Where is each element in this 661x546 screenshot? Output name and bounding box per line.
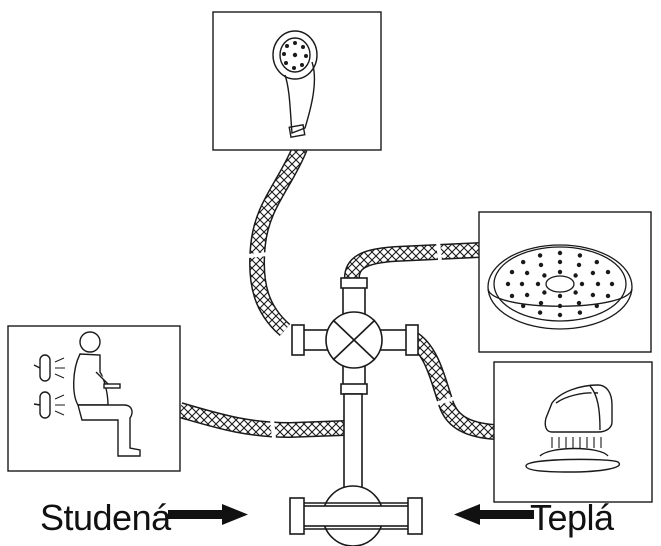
- nozzle-hole: [594, 303, 599, 309]
- nozzle-hole: [576, 300, 582, 306]
- nozzle-hole: [542, 290, 547, 295]
- warm-water-label: Teplá: [530, 497, 614, 538]
- cold-water-label: Studená: [40, 497, 171, 538]
- nozzle-hole: [557, 293, 563, 299]
- nozzle-hole: [538, 262, 544, 268]
- hand-shower-panel: [212, 11, 382, 151]
- rain-shower-panel: [478, 211, 652, 353]
- hose-hand-shower: [247, 144, 308, 337]
- nozzle-hole: [557, 303, 563, 309]
- cold-inlet-arrow: [168, 504, 248, 525]
- nozzle-hole: [542, 273, 547, 278]
- nozzle-hole: [595, 281, 601, 287]
- warm-inlet-arrow: [454, 504, 534, 525]
- nozzle-hole: [538, 300, 544, 306]
- hose-rain-shower: [343, 241, 481, 283]
- nozzle-hole: [521, 303, 526, 309]
- nozzle-hole: [605, 293, 611, 299]
- hand-shower-icon: [272, 30, 318, 138]
- nozzle-hole: [524, 270, 530, 276]
- rain-shower-head-icon: [487, 244, 633, 330]
- nozzle-hole: [524, 292, 530, 298]
- nozzle-hole: [557, 250, 563, 256]
- nozzle-hole: [535, 281, 541, 287]
- nozzle-hole: [509, 269, 515, 275]
- nozzle-hole: [573, 290, 578, 295]
- hose-bath-spout: [407, 331, 496, 440]
- nozzle-hole: [576, 262, 582, 268]
- seated-person-body-jets-icon: [33, 331, 141, 457]
- supply-pipe: [343, 393, 363, 501]
- nozzle-hole: [557, 312, 563, 318]
- diverter-valve: [291, 277, 419, 395]
- nozzle-hole: [509, 293, 515, 299]
- nozzle-hole: [537, 310, 543, 315]
- nozzle-hole: [605, 269, 611, 275]
- mixer-body: [289, 485, 423, 546]
- bath-spout-panel: [493, 361, 653, 503]
- nozzle-hole: [521, 259, 526, 265]
- hose-body-jets: [177, 402, 346, 439]
- nozzle-hole: [594, 259, 599, 265]
- nozzle-hole: [579, 281, 585, 287]
- nozzle-hole: [577, 310, 583, 315]
- nozzle-hole: [505, 281, 511, 287]
- nozzle-hole: [577, 253, 583, 258]
- nozzle-hole: [573, 273, 578, 278]
- body-jets-panel: [7, 325, 181, 472]
- nozzle-hole: [519, 281, 525, 287]
- nozzle-hole: [537, 253, 543, 258]
- nozzle-hole: [590, 292, 596, 298]
- nozzle-hole: [557, 269, 563, 275]
- bath-filler-spout-icon: [525, 384, 621, 473]
- nozzle-hole: [609, 281, 615, 287]
- nozzle-hole: [590, 270, 596, 276]
- nozzle-hole: [557, 259, 563, 265]
